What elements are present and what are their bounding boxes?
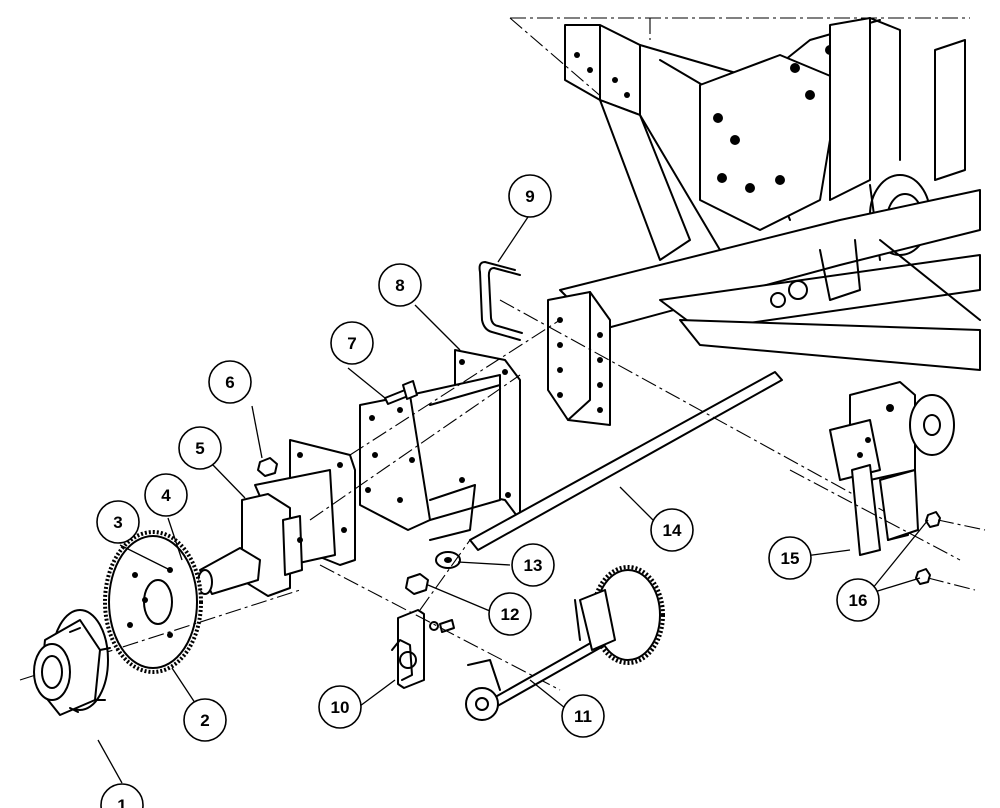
callout-16: 16 bbox=[836, 578, 880, 622]
callout-label-6: 6 bbox=[225, 373, 234, 392]
nuts-part-16 bbox=[915, 511, 986, 591]
callout-label-12: 12 bbox=[501, 605, 520, 624]
callout-12: 12 bbox=[488, 592, 532, 636]
callout-label-10: 10 bbox=[331, 698, 350, 717]
mounting-bracket-part bbox=[359, 349, 521, 541]
bolt-part bbox=[384, 380, 418, 405]
long-rod-part bbox=[469, 299, 901, 551]
leader-lines bbox=[97, 216, 929, 784]
bearing-bracket-part bbox=[391, 609, 455, 689]
callout-10: 10 bbox=[318, 685, 362, 729]
callout-label-5: 5 bbox=[195, 439, 204, 458]
callout-label-8: 8 bbox=[395, 276, 404, 295]
callout-5: 5 bbox=[178, 426, 222, 470]
callout-6: 6 bbox=[208, 360, 252, 404]
callout-8: 8 bbox=[378, 263, 422, 307]
callout-label-14: 14 bbox=[663, 521, 682, 540]
callout-label-9: 9 bbox=[525, 187, 534, 206]
callout-15: 15 bbox=[768, 536, 812, 580]
callout-9: 9 bbox=[508, 174, 552, 218]
callout-label-11: 11 bbox=[574, 707, 592, 726]
callout-label-16: 16 bbox=[849, 591, 868, 610]
callout-label-13: 13 bbox=[524, 556, 543, 575]
callout-label-15: 15 bbox=[781, 549, 800, 568]
callout-4: 4 bbox=[144, 473, 188, 517]
u-bolt-part bbox=[478, 261, 523, 341]
valve-bracket-part bbox=[789, 381, 961, 561]
hub-part bbox=[19, 589, 301, 716]
drive-shaft-assembly bbox=[319, 564, 665, 721]
callout-label-1: 1 bbox=[117, 796, 126, 808]
nut-part-6 bbox=[257, 457, 278, 477]
callout-label-7: 7 bbox=[347, 334, 356, 353]
trailer-frame bbox=[509, 17, 981, 381]
callout-label-3: 3 bbox=[113, 513, 122, 532]
callout-7: 7 bbox=[330, 321, 374, 365]
callout-13: 13 bbox=[511, 543, 555, 587]
frame-mount-plate bbox=[547, 291, 611, 426]
callout-3: 3 bbox=[96, 500, 140, 544]
sprocket-part bbox=[103, 530, 203, 674]
callout-label-2: 2 bbox=[200, 711, 209, 730]
callout-14: 14 bbox=[650, 508, 694, 552]
callout-2: 2 bbox=[183, 698, 227, 742]
callout-1: 1 bbox=[100, 783, 144, 808]
spindle-mount-part bbox=[197, 439, 356, 597]
callout-11: 11 bbox=[561, 694, 605, 738]
callout-label-4: 4 bbox=[161, 486, 171, 505]
nut-washer-parts bbox=[405, 551, 461, 595]
